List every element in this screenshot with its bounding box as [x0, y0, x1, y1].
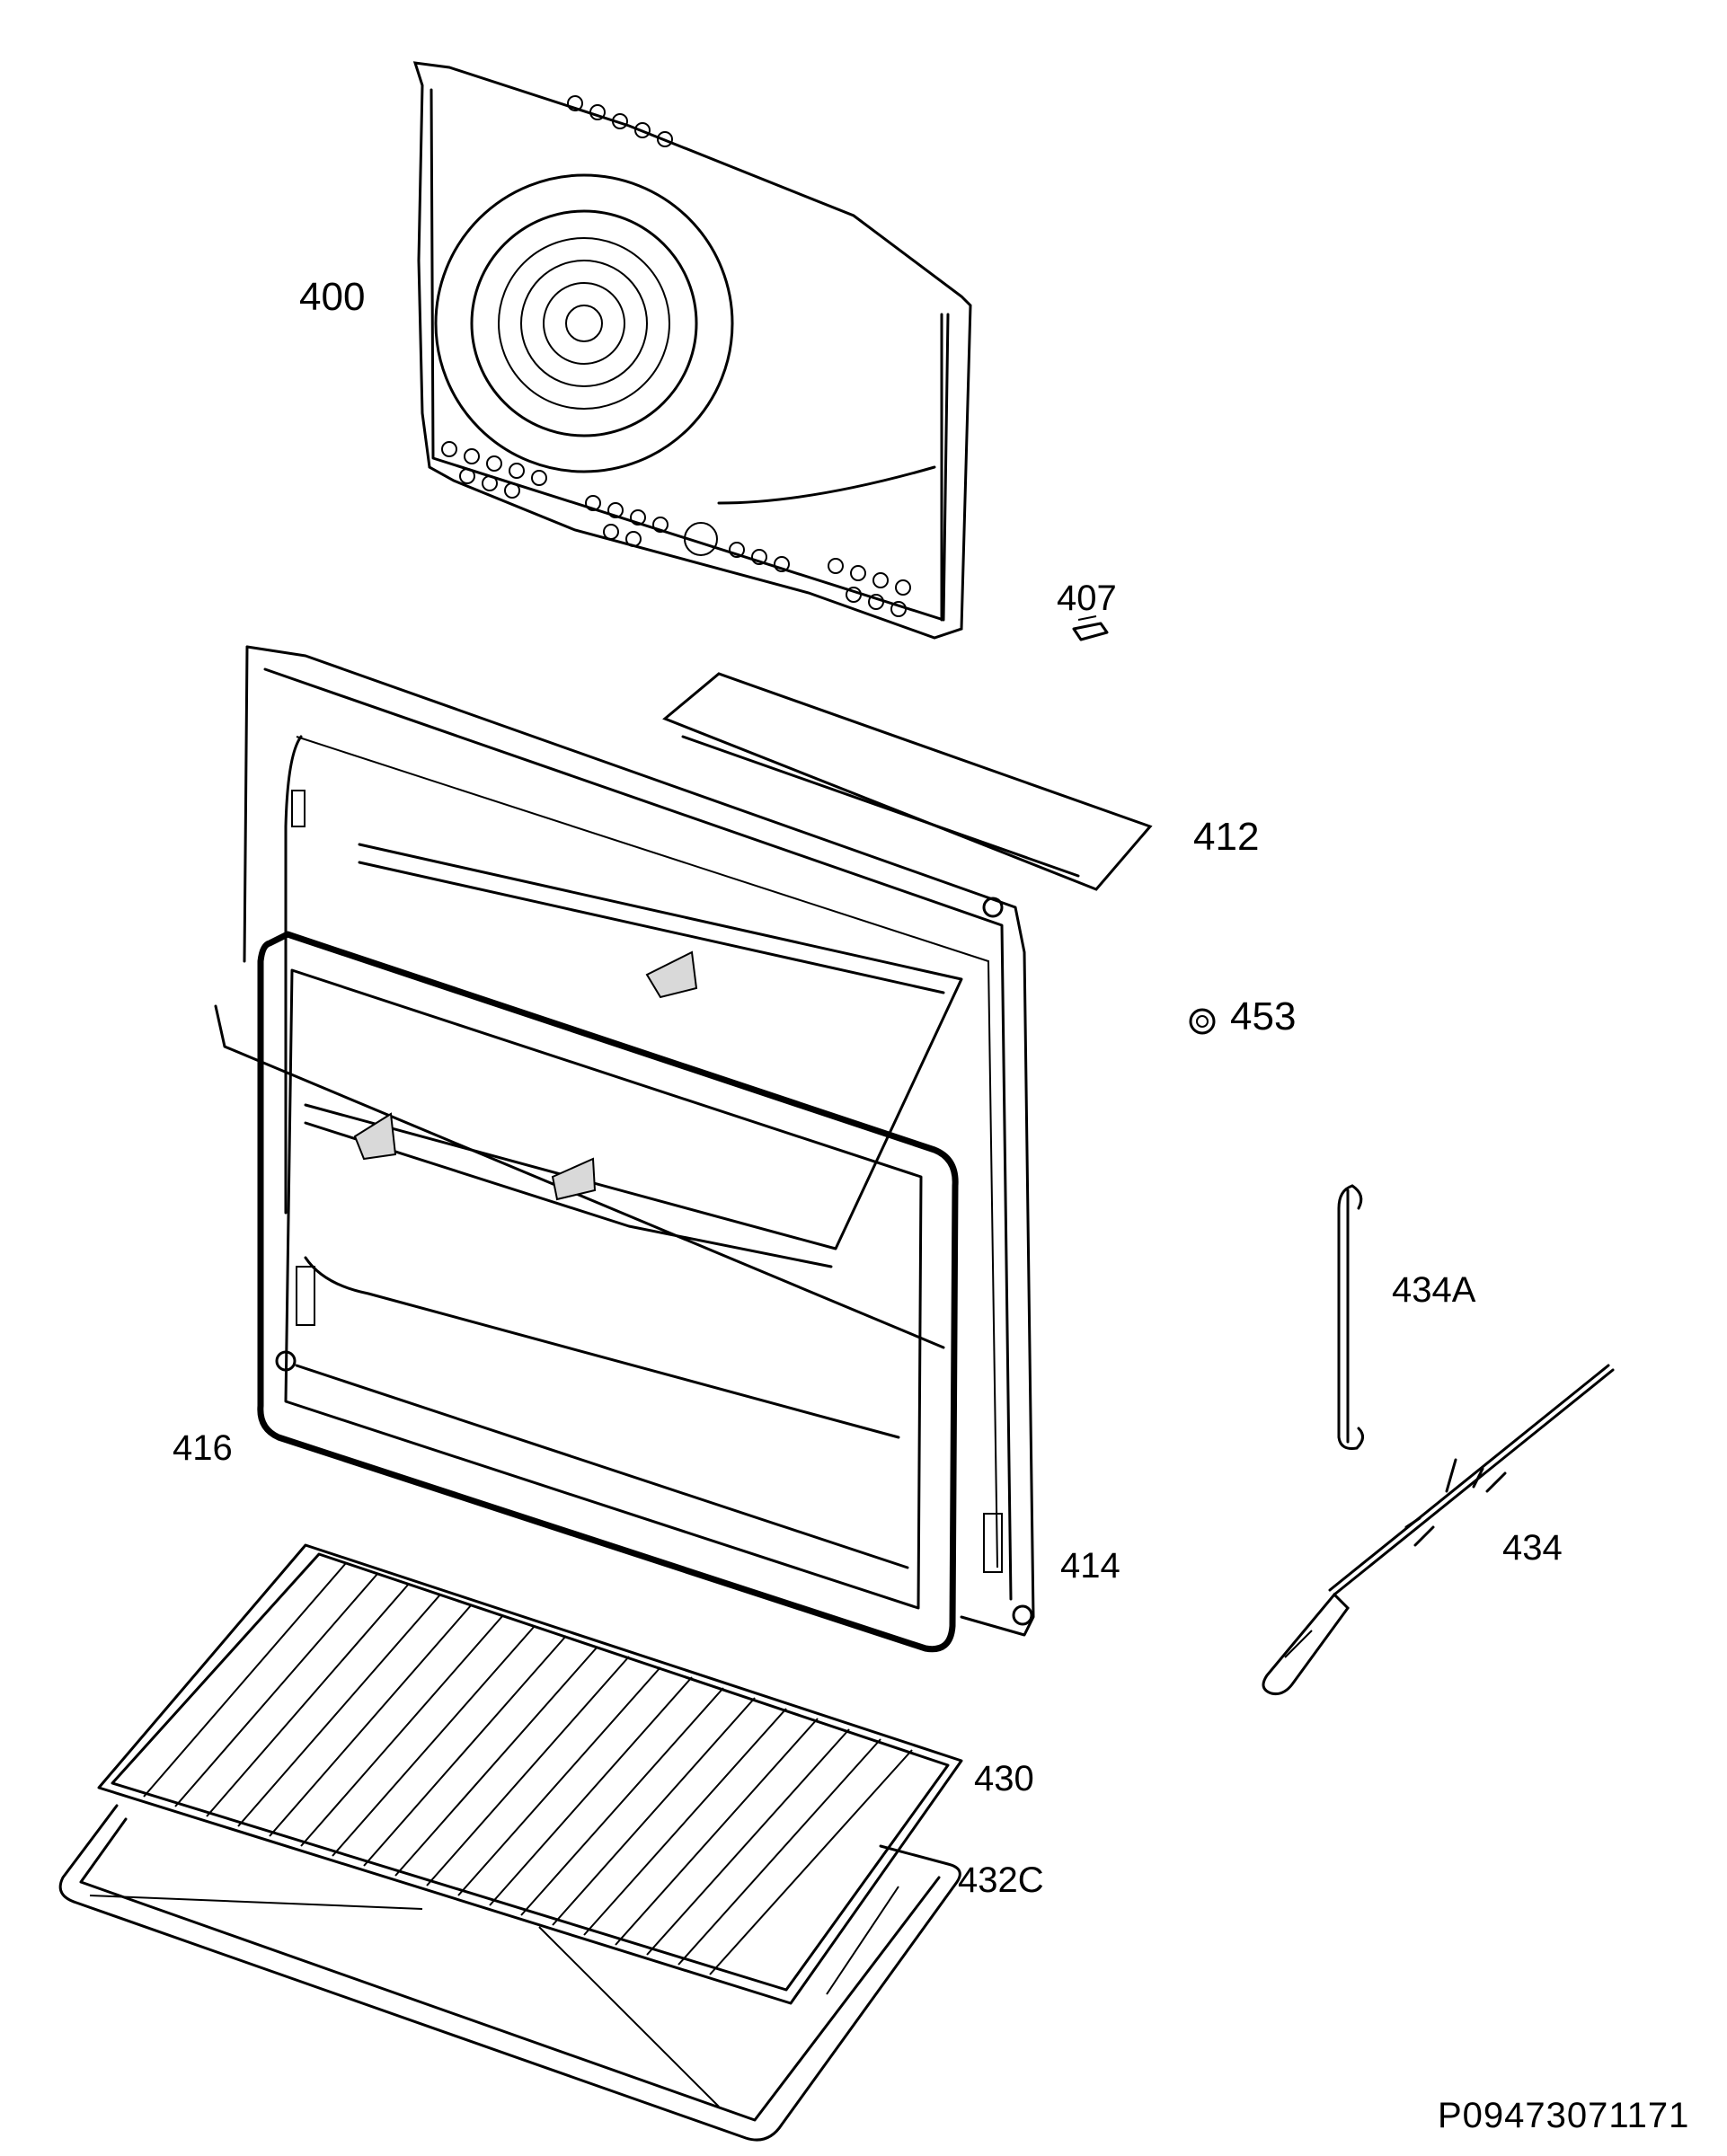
part-400-fan-cover — [412, 61, 972, 640]
label-part-434: 434 — [1502, 1528, 1563, 1568]
document-code: P09473071171 — [1438, 2096, 1690, 2135]
label-part-414: 414 — [1060, 1546, 1120, 1586]
part-407-clip — [1072, 615, 1109, 641]
part-416-door-frame — [257, 931, 1033, 1653]
part-432C-tray — [58, 1804, 961, 2142]
label-part-400: 400 — [299, 275, 366, 319]
vent-holes — [441, 95, 911, 617]
part-434-probe — [1262, 1364, 1615, 1695]
part-430-wire-rack — [97, 1543, 963, 2005]
label-part-430: 430 — [974, 1759, 1034, 1798]
label-part-432C: 432C — [958, 1860, 1044, 1900]
label-part-453: 453 — [1230, 994, 1297, 1038]
part-412-inner-frame — [214, 645, 1153, 1637]
label-part-434A: 434A — [1392, 1270, 1476, 1310]
part-453-knob — [1189, 1008, 1216, 1035]
label-part-416: 416 — [173, 1428, 233, 1468]
oven-shelf — [304, 843, 963, 1268]
label-part-407: 407 — [1057, 579, 1117, 618]
part-434A-rod — [1337, 1184, 1364, 1450]
label-part-412: 412 — [1193, 815, 1260, 859]
